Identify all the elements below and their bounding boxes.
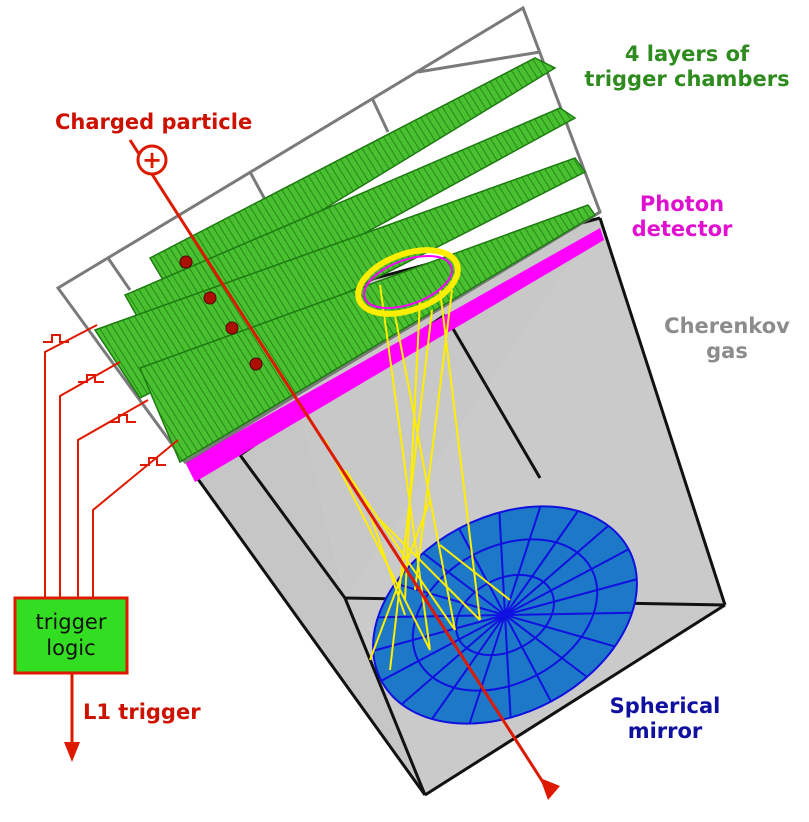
hit-4 [250,358,262,370]
trigger-logic-label-line2: logic [15,635,127,661]
charged-particle-label: Charged particle [55,110,252,135]
positive-charge-sign: + [142,146,162,174]
trigger-logic-label-line1: trigger [15,609,127,635]
cherenkov-gas-label-line1: Cherenkov [656,314,798,339]
photon-detector-label: Photon detector [622,192,742,242]
hit-2 [204,292,216,304]
photon-detector-label-line1: Photon [622,192,742,217]
spherical-mirror-label-line1: Spherical [600,694,730,719]
trigger-logic-label: trigger logic [15,609,127,662]
wire-1 [45,325,97,598]
cherenkov-gas-label: Cherenkov gas [656,314,798,364]
trigger-chambers-label-line2: trigger chambers [578,67,796,92]
particle-track-arrowhead [540,778,560,800]
l1-trigger-arrowhead [64,742,80,762]
trigger-chambers-label: 4 layers of trigger chambers [578,42,796,92]
trigger-chambers-label-line1: 4 layers of [578,42,796,67]
l1-trigger-label: L1 trigger [83,700,201,725]
spherical-mirror-label: Spherical mirror [600,694,730,744]
cherenkov-gas-label-line2: gas [656,339,798,364]
wire-2 [60,362,120,598]
hit-3 [226,322,238,334]
wire-3 [78,400,148,598]
photon-detector-label-line2: detector [622,217,742,242]
wire-4 [93,440,178,598]
spherical-mirror-label-line2: mirror [600,719,730,744]
hit-1 [180,256,192,268]
